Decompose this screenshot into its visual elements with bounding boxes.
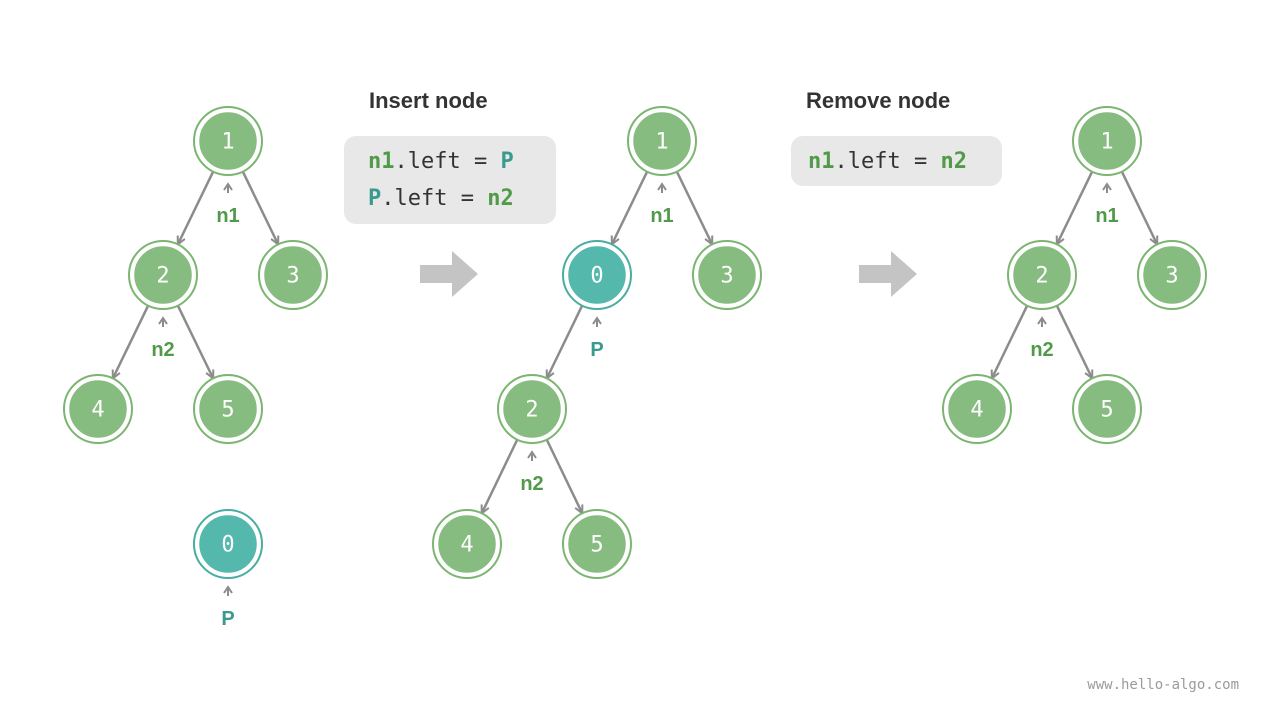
pointer-label: n2 — [520, 473, 543, 495]
tree-edge-b1-b3 — [675, 171, 712, 244]
node-label: 0 — [221, 533, 234, 558]
pointer-arrow-icon — [592, 316, 602, 327]
pointer-label: n1 — [650, 205, 673, 227]
tree-edge-c1-c2 — [1057, 171, 1094, 244]
pointer-label: P — [590, 339, 603, 361]
tree-node-c2: 2 — [1007, 240, 1077, 310]
tree-node-a2: 2 — [128, 240, 198, 310]
pointer-arrow-icon — [527, 450, 537, 461]
tree-node-a5: 5 — [193, 374, 263, 444]
remove-code-line-1: n1.left = n2 — [808, 149, 967, 174]
tree-node-c3: 3 — [1137, 240, 1207, 310]
pointer-label: n1 — [1095, 205, 1118, 227]
node-label: 4 — [460, 533, 473, 558]
tree-edge-a1-a3 — [241, 171, 278, 244]
node-label: 1 — [655, 130, 668, 155]
pointer-p-a0: P — [221, 585, 235, 630]
step-arrow-1 — [420, 251, 478, 297]
node-label: 0 — [590, 264, 603, 289]
code-box-layer — [344, 136, 1002, 224]
node-label: 2 — [156, 264, 169, 289]
tree-node-b3: 3 — [692, 240, 762, 310]
tree-edge-b2-b5 — [545, 439, 582, 513]
tree-node-a3: 3 — [258, 240, 328, 310]
tree-node-b5: 5 — [562, 509, 632, 579]
pointer-n1-a1: n1 — [216, 182, 240, 227]
node-label: 5 — [1100, 398, 1113, 423]
node-label: 1 — [221, 130, 234, 155]
node-label: 3 — [720, 264, 733, 289]
tree-node-b1: 1 — [627, 106, 697, 176]
tree-edge-a2-a4 — [113, 305, 150, 378]
tree-node-a1: 1 — [193, 106, 263, 176]
tree-node-c5: 5 — [1072, 374, 1142, 444]
insert-code-box — [344, 136, 556, 224]
tree-node-a4: 4 — [63, 374, 133, 444]
pointer-arrow-icon — [223, 182, 233, 193]
pointer-arrow-icon — [1102, 182, 1112, 193]
pointer-arrow-icon — [223, 585, 233, 596]
node-label: 4 — [970, 398, 983, 423]
pointer-n1-b1: n1 — [650, 182, 674, 227]
tree-edge-b1-b0 — [612, 171, 649, 244]
node-label: 5 — [221, 398, 234, 423]
step-text-layer: Insert node n1.left = P P.left = n2 Remove … — [368, 88, 967, 211]
step-arrow-2 — [859, 251, 917, 297]
pointer-label: P — [221, 608, 234, 630]
watermark: www.hello-algo.com — [1087, 677, 1239, 693]
node-label: 3 — [286, 264, 299, 289]
pointer-arrow-icon — [1037, 316, 1047, 327]
pointer-n1-c1: n1 — [1095, 182, 1119, 227]
node-label: 1 — [1100, 130, 1113, 155]
remove-title: Remove node — [806, 88, 950, 113]
node-label: 4 — [91, 398, 104, 423]
node-label: 3 — [1165, 264, 1178, 289]
insert-code-line-1: n1.left = P — [368, 149, 514, 174]
pointer-label: n2 — [151, 339, 174, 361]
tree-edge-a2-a5 — [176, 305, 213, 378]
pointer-n2-a2: n2 — [151, 316, 175, 361]
pointer-p-b0: P — [590, 316, 604, 361]
tree-node-layer: 1 2 3 4 5 0 1 0 3 2 4 5 1 2 3 4 5 — [63, 106, 1207, 579]
tree-edge-b0-b2 — [547, 305, 584, 378]
pointer-label: n1 — [216, 205, 239, 227]
tree-node-b0: 0 — [562, 240, 632, 310]
tree-node-c4: 4 — [942, 374, 1012, 444]
insert-title: Insert node — [369, 88, 488, 113]
node-label: 5 — [590, 533, 603, 558]
node-label: 2 — [525, 398, 538, 423]
pointer-arrow-icon — [657, 182, 667, 193]
tree-node-b2: 2 — [497, 374, 567, 444]
tree-edge-a1-a2 — [178, 171, 215, 244]
step-arrow-layer — [420, 251, 917, 297]
tree-node-b4: 4 — [432, 509, 502, 579]
pointer-n2-c2: n2 — [1030, 316, 1054, 361]
pointer-n2-b2: n2 — [520, 450, 544, 495]
remove-code-box — [791, 136, 1002, 186]
tree-edge-c1-c3 — [1120, 171, 1157, 244]
tree-node-a0: 0 — [193, 509, 263, 579]
insert-code-line-2: P.left = n2 — [368, 186, 514, 211]
node-label: 2 — [1035, 264, 1048, 289]
tree-edge-c2-c5 — [1055, 305, 1092, 378]
pointer-arrow-icon — [158, 316, 168, 327]
tree-node-c1: 1 — [1072, 106, 1142, 176]
tree-edge-b2-b4 — [482, 439, 519, 513]
tree-edge-c2-c4 — [992, 305, 1029, 378]
pointer-label: n2 — [1030, 339, 1053, 361]
tree-edge-layer — [113, 171, 1157, 513]
